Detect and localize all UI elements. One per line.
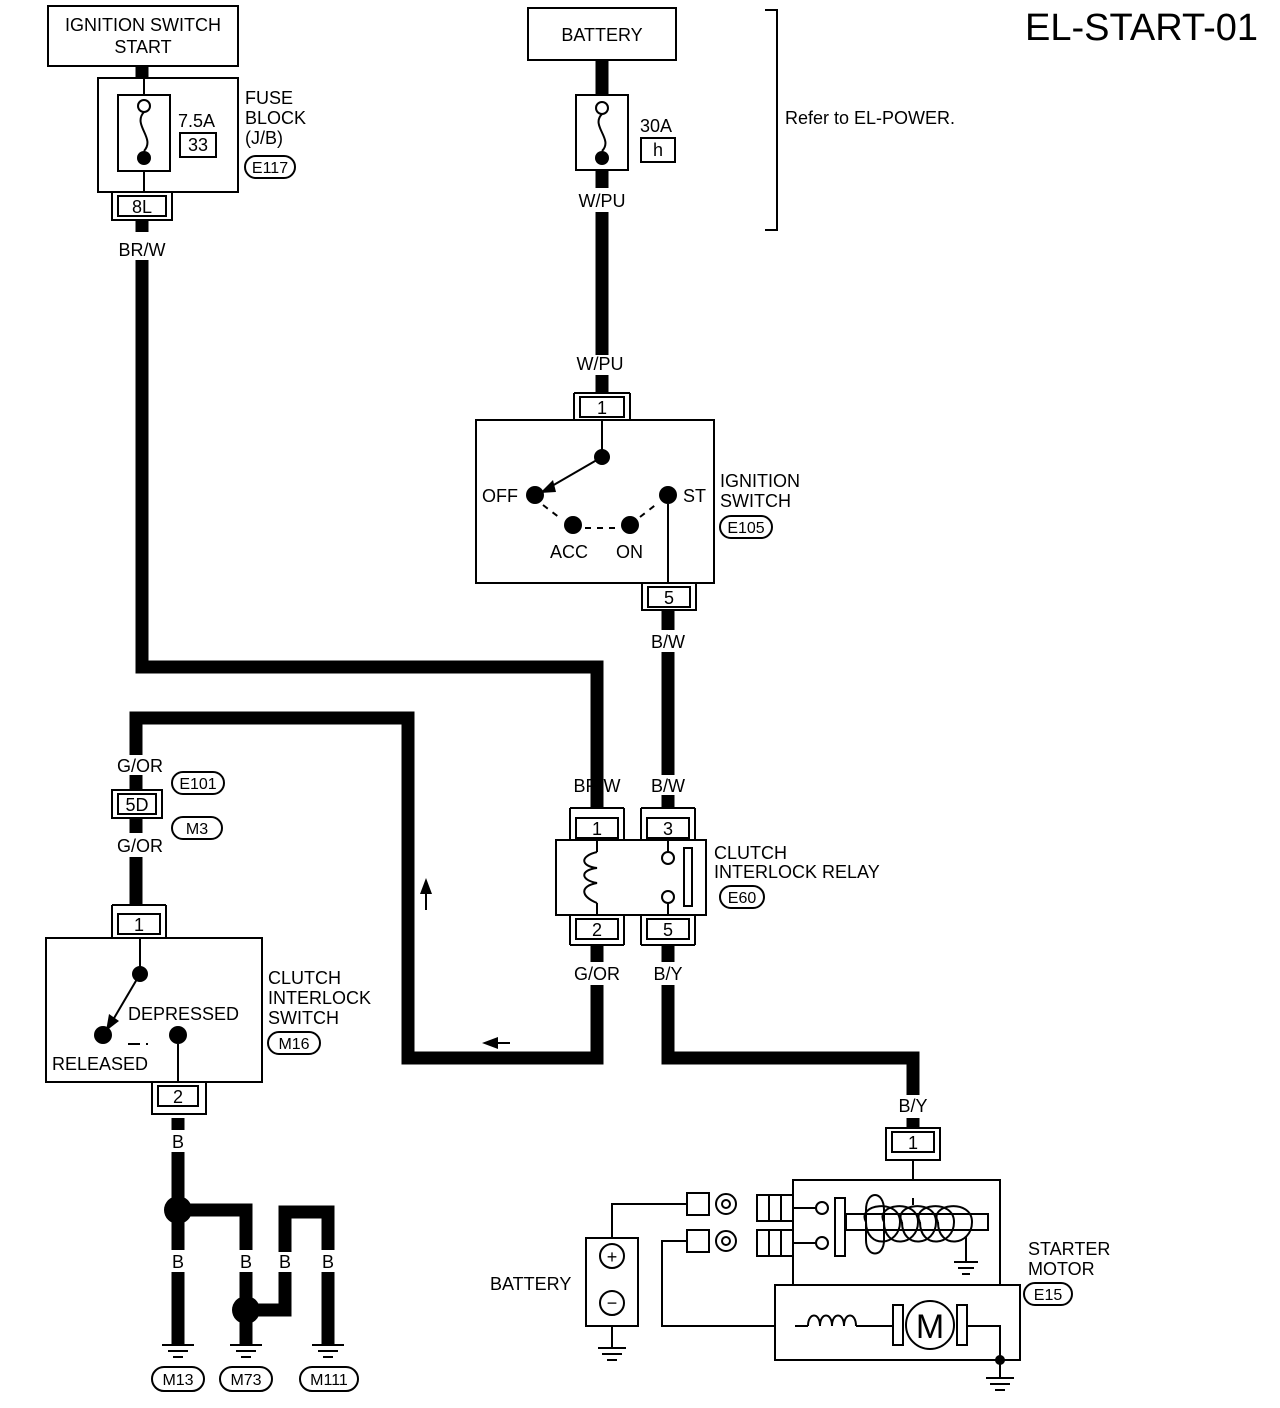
- wire-label-wpu-top: W/PU: [579, 191, 626, 211]
- wire-b-m111-branch: [246, 1205, 335, 1317]
- clutch-switch-released: RELEASED: [52, 1054, 148, 1074]
- ground-symbol-m111: [312, 1344, 344, 1358]
- battery-fuse-rating: 30A: [640, 116, 672, 136]
- fuse-terminal-8l: 8L: [132, 197, 152, 217]
- starter-battery: [585, 1237, 639, 1327]
- starter-motor: B/Y 1: [490, 1096, 1110, 1391]
- ignition-switch: W/PU 1 OFF ACC ON ST IGNITION SWITCH E10…: [475, 354, 800, 652]
- joint-connector-upper: E101: [179, 776, 216, 793]
- wire-label-b-m13: B: [172, 1252, 184, 1272]
- starter-line1: STARTER: [1028, 1239, 1110, 1259]
- starter-terminal-1: 1: [908, 1133, 918, 1153]
- ground-splice: [164, 1196, 192, 1224]
- clutch-switch-terminal-1: 1: [134, 915, 144, 935]
- wire-label-bw-relay: B/W: [651, 776, 685, 796]
- ground-symbol-m73: [230, 1344, 262, 1358]
- joint-connector-5d: G/OR E101 5D M3 G/OR: [111, 756, 225, 856]
- clutch-interlock-switch: 1 DEPRESSED RELEASED CLUTCH INTERLOCK SW…: [45, 904, 371, 1152]
- wire-label-by-relay: B/Y: [653, 964, 682, 984]
- wire-label-b-m73: B: [240, 1252, 252, 1272]
- ignition-switch-line1: IGNITION: [720, 471, 800, 491]
- clutch-switch-line3: SWITCH: [268, 1008, 339, 1028]
- joint-connector-lower: M3: [186, 821, 208, 838]
- ignition-start-line2: START: [114, 37, 171, 57]
- joint-terminal-5d: 5D: [125, 795, 148, 815]
- ignition-terminal-1: 1: [597, 398, 607, 418]
- wire-label-b-top: B: [172, 1132, 184, 1152]
- fuse-block-line1: FUSE: [245, 88, 293, 108]
- ground-m73: M73: [230, 1372, 261, 1389]
- relay-terminal-5: 5: [663, 920, 673, 940]
- fuse-number: 33: [188, 135, 208, 155]
- battery-top-label: BATTERY: [561, 25, 642, 45]
- ignition-pos-off: OFF: [482, 486, 518, 506]
- ignition-switch-line2: SWITCH: [720, 491, 791, 511]
- battery-fuse: 30A h W/PU: [575, 94, 676, 211]
- wire-gor-loop: [129, 711, 604, 1065]
- ground-m13: M13: [162, 1372, 193, 1389]
- ground-m111: M111: [310, 1372, 348, 1389]
- wire-brw: [135, 260, 604, 808]
- clutch-switch-line2: INTERLOCK: [268, 988, 371, 1008]
- harness-wires: [129, 60, 920, 1345]
- battery-top-box: BATTERY: [527, 7, 677, 61]
- diagram-title: EL-START-01: [1025, 7, 1258, 49]
- wire-label-brw-top: BR/W: [119, 240, 166, 260]
- ignition-start-line1: IGNITION SWITCH: [65, 15, 221, 35]
- starter-battery-label: BATTERY: [490, 1274, 571, 1294]
- ignition-pos-on: ON: [616, 542, 643, 562]
- ignition-pos-acc: ACC: [550, 542, 588, 562]
- wire-label-b-jog: B: [279, 1252, 291, 1272]
- battery-plus: +: [607, 1247, 618, 1267]
- relay-terminal-2: 2: [592, 920, 602, 940]
- wire-label-brw-relay: BR/W: [574, 776, 621, 796]
- wire-label-bw-top: B/W: [651, 632, 685, 652]
- ignition-terminal-5: 5: [664, 588, 674, 608]
- wire-label-wpu: W/PU: [577, 354, 624, 374]
- ignition-switch-start-box: IGNITION SWITCH START: [47, 5, 239, 78]
- fuse-rating: 7.5A: [178, 111, 215, 131]
- wire-label-by-starter: B/Y: [898, 1096, 927, 1116]
- clutch-switch-line1: CLUTCH: [268, 968, 341, 988]
- battery-fuse-number: h: [653, 140, 663, 160]
- clutch-switch-depressed: DEPRESSED: [128, 1004, 239, 1024]
- fuse-block-line2: BLOCK: [245, 108, 306, 128]
- fuse-block-connector: E117: [252, 160, 288, 177]
- ground-circuit: B B B B M13 M73 M111: [151, 1196, 359, 1392]
- relay-terminal-1: 1: [592, 819, 602, 839]
- clutch-switch-connector: M16: [278, 1036, 309, 1053]
- clutch-interlock-relay: BR/W B/W 1 3 2 5 CLUTCH INTERLOCK RELAY …: [555, 776, 880, 984]
- wire-by: [661, 985, 920, 1095]
- wire-label-gor-relay: G/OR: [574, 964, 620, 984]
- battery-minus: −: [607, 1293, 618, 1313]
- relay-line2: INTERLOCK RELAY: [714, 862, 880, 882]
- starter-line2: MOTOR: [1028, 1259, 1095, 1279]
- fuse-block: 7.5A 33 FUSE BLOCK (J/B) E117 8L BR/W: [97, 77, 306, 260]
- clutch-switch-terminal-2: 2: [173, 1087, 183, 1107]
- ground-symbol-m13: [162, 1344, 194, 1358]
- relay-connector: E60: [728, 890, 757, 907]
- relay-line1: CLUTCH: [714, 843, 787, 863]
- wire-label-b-m111: B: [322, 1252, 334, 1272]
- ignition-pos-st: ST: [683, 486, 706, 506]
- ground-splice-m73: [232, 1296, 260, 1324]
- current-flow-arrows: [420, 878, 510, 1049]
- wire-b-m73-branch: [178, 1203, 253, 1250]
- starter-connector: E15: [1034, 1287, 1063, 1304]
- fuse-block-line3: (J/B): [245, 128, 283, 148]
- relay-terminal-3: 3: [663, 819, 673, 839]
- starter-motor-box: [774, 1284, 1021, 1361]
- ignition-switch-connector: E105: [727, 520, 764, 537]
- starter-motor-symbol: M: [916, 1308, 944, 1346]
- wire-label-gor-lower: G/OR: [117, 836, 163, 856]
- refer-note: Refer to EL-POWER.: [785, 108, 955, 128]
- wire-label-gor-upper: G/OR: [117, 756, 163, 776]
- power-reference-bracket: [765, 9, 778, 231]
